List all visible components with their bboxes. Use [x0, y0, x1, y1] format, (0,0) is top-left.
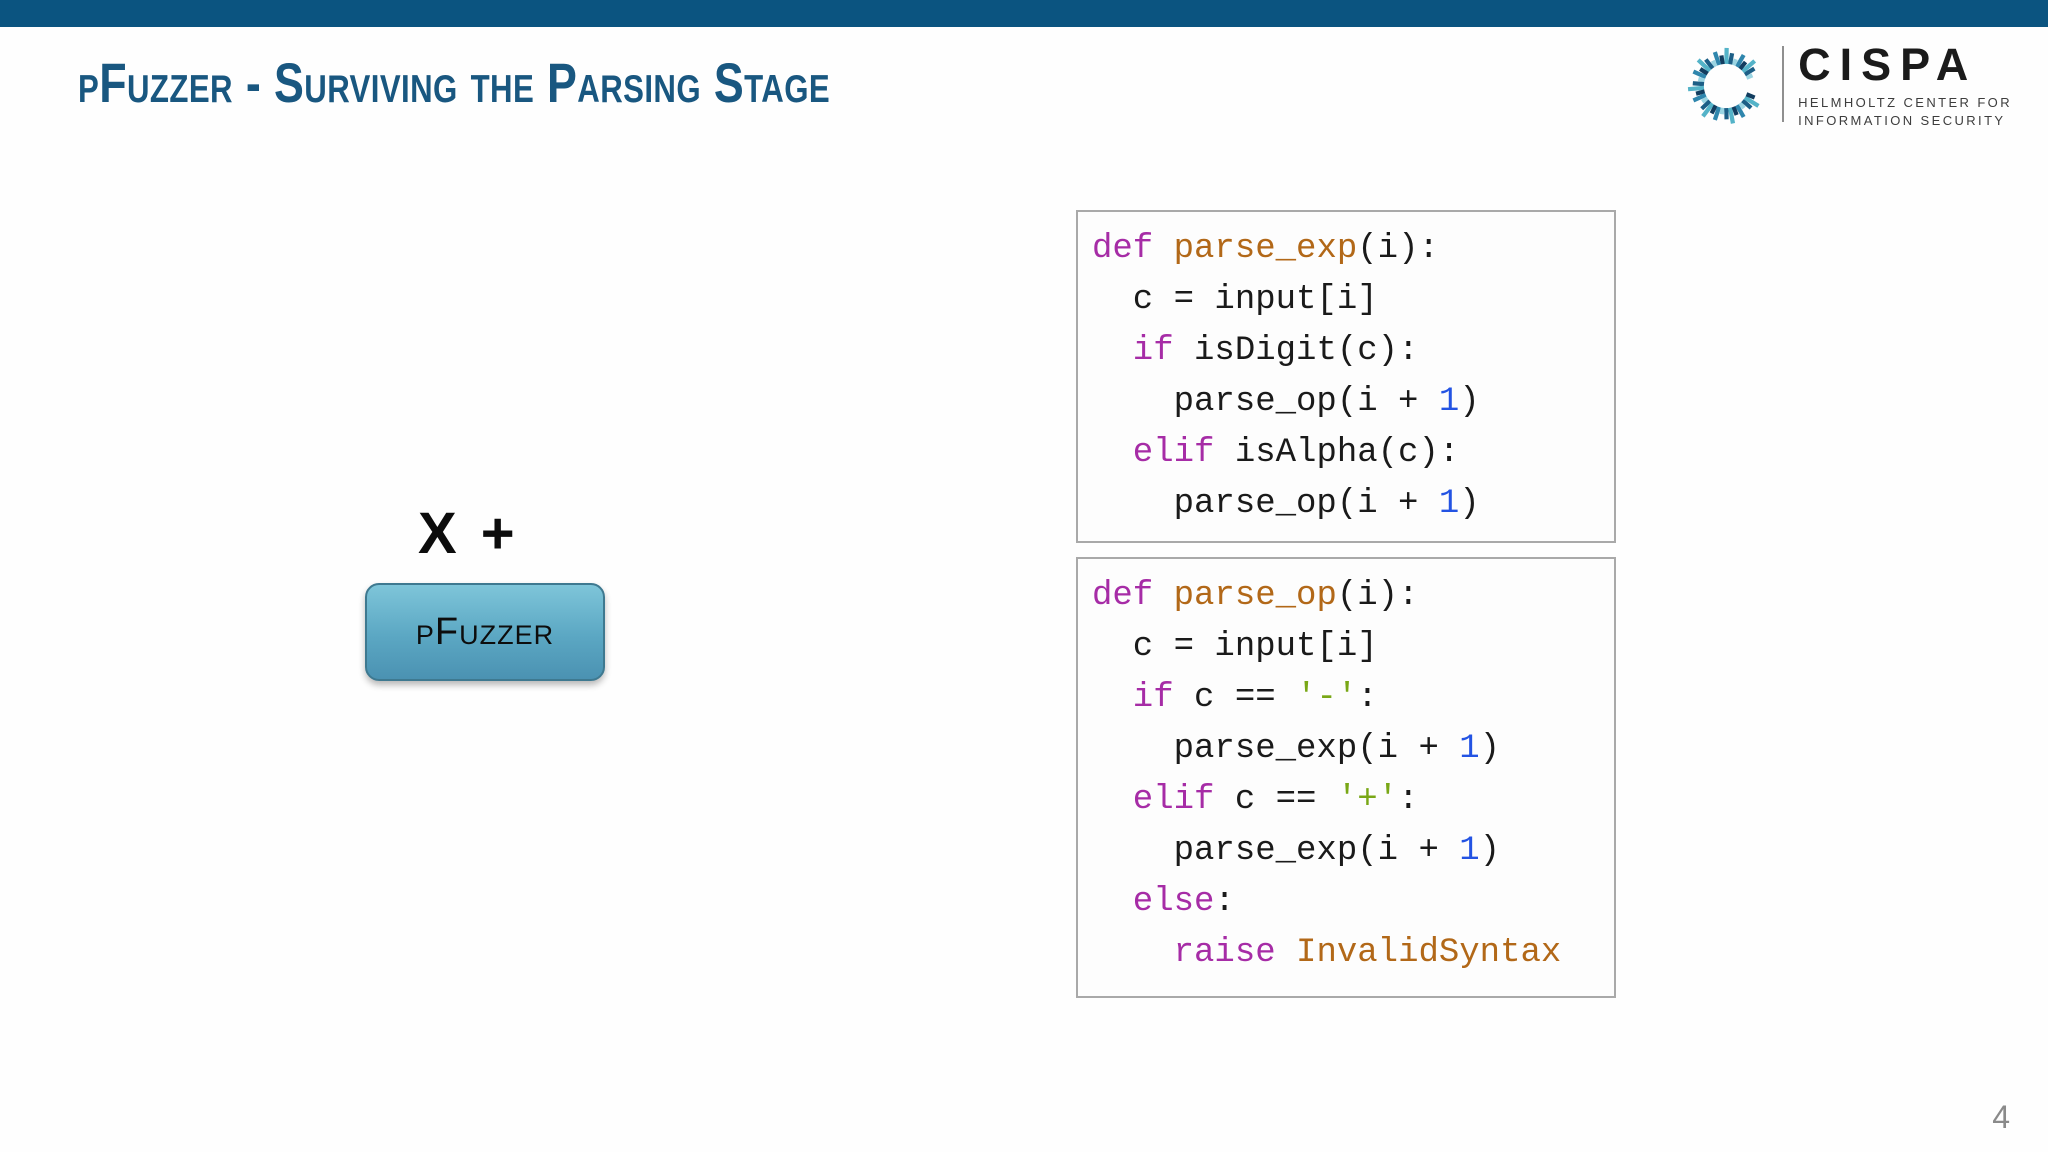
code-line: elif c == '+': — [1092, 781, 1419, 819]
code-line: c = input[i] — [1092, 628, 1378, 666]
top-accent-bar — [0, 0, 2048, 27]
pfuzzer-box-label: pFuzzer — [415, 610, 555, 653]
logo-tagline-line1: HELMHOLTZ CENTER FOR — [1798, 95, 2012, 110]
logo-brand: CISPA — [1798, 39, 1978, 90]
logo-separator — [1782, 46, 1785, 122]
code-line: else: — [1092, 883, 1235, 921]
code-line: parse_exp(i + 1) — [1092, 832, 1501, 870]
fuzzer-output-text: X + — [418, 501, 519, 566]
code-block-parse-exp: def parse_exp(i): c = input[i] if isDigi… — [1076, 210, 1616, 543]
code-line: if isDigit(c): — [1092, 332, 1419, 370]
page-title: pFuzzer - Surviving the Parsing Stage — [78, 51, 831, 114]
page-number: 4 — [1992, 1099, 2010, 1135]
code-line: parse_exp(i + 1) — [1092, 730, 1501, 768]
logo-text: CISPA HELMHOLTZ CENTER FOR INFORMATION S… — [1798, 40, 2012, 129]
cispa-circle-icon — [1687, 47, 1760, 124]
code-line: c = input[i] — [1092, 281, 1378, 319]
code-line: parse_op(i + 1) — [1092, 383, 1480, 421]
pfuzzer-box: pFuzzer — [365, 583, 605, 681]
code-line: def parse_exp(i): — [1092, 230, 1439, 268]
code-line: if c == '-': — [1092, 679, 1378, 717]
code-line: def parse_op(i): — [1092, 577, 1419, 615]
logo-tagline-line2: INFORMATION SECURITY — [1798, 112, 2006, 128]
code-line: elif isAlpha(c): — [1092, 434, 1460, 472]
logo-tagline: HELMHOLTZ CENTER FOR INFORMATION SECURIT… — [1798, 94, 2012, 129]
code-line: raise InvalidSyntax — [1092, 934, 1562, 972]
code-block-parse-op: def parse_op(i): c = input[i] if c == '-… — [1076, 557, 1616, 998]
cispa-logo: CISPA HELMHOLTZ CENTER FOR INFORMATION S… — [1680, 40, 2012, 132]
code-line: parse_op(i + 1) — [1092, 485, 1480, 523]
